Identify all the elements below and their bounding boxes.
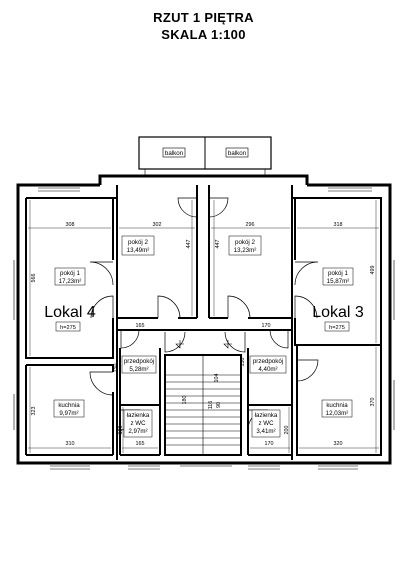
l4-kuchnia-name: kuchnia [58, 402, 80, 409]
doors [89, 197, 319, 431]
dim-318: 318 [334, 222, 343, 228]
l3-pokoj2-area: 13,23m² [234, 247, 257, 254]
dim-116: 116 [208, 401, 214, 410]
dim-320: 320 [334, 441, 343, 447]
l3-lazienka-name: łazienka [255, 412, 278, 419]
unit-height-lokal4: h=275 [60, 325, 76, 331]
l3-przedpokoj-area: 4,40m² [258, 366, 277, 373]
l3-lazienka-wc: z WC [258, 420, 274, 427]
dim-200: 200 [284, 426, 290, 435]
balconies [138, 136, 272, 176]
drawing-title-line1: RZUT 1 PIĘTRA [153, 10, 254, 25]
dim-170-bottom: 170 [265, 441, 274, 447]
balcony-left-label-box [162, 147, 186, 158]
l4-kuchnia-area: 9,97m² [59, 410, 78, 417]
dim-302: 302 [153, 222, 162, 228]
drawing-title: RZUT 1 PIĘTRA SKALA 1:100 [0, 9, 407, 43]
dim-180-left: 180 [118, 426, 124, 435]
l4-pokoj2-name: pokój 2 [128, 239, 149, 246]
dim-566: 566 [31, 274, 37, 283]
windows [13, 187, 395, 470]
outer-walls [16, 174, 392, 465]
dim-447-left: 447 [186, 240, 192, 249]
l3-lazienka-area: 3,41m² [256, 428, 275, 435]
dim-180-stairs: 180 [182, 396, 188, 405]
balcony-right-label-box [225, 147, 249, 158]
dim-170-top: 170 [262, 323, 271, 329]
dim-323: 323 [31, 407, 37, 416]
unit-label-lokal4: Lokal 4 [44, 304, 96, 321]
dim-165-top: 165 [136, 323, 145, 329]
dim-165-bottom: 165 [136, 441, 145, 447]
dim-104: 104 [214, 374, 220, 383]
balcony-left-label: balkon [165, 150, 184, 157]
unit-height-lokal3: h=275 [329, 325, 345, 331]
l3-przedpokoj-name: przedpokój [253, 358, 283, 365]
drawing-scale: SKALA 1:100 [161, 27, 246, 42]
unit-label-lokal3: Lokal 3 [312, 304, 364, 321]
dim-447-right: 447 [215, 240, 221, 249]
l3-kuchnia-area: 12,03m² [326, 410, 349, 417]
dim-370: 370 [370, 398, 376, 407]
l4-lazienka-name: łazienka [127, 412, 150, 419]
dim-499: 499 [370, 266, 376, 275]
l4-przedpokoj-area: 5,28m² [129, 366, 148, 373]
dim-150-left: 150 [113, 364, 119, 373]
l4-przedpokoj-name: przedpokój [124, 358, 154, 365]
dim-150: 150 [240, 358, 246, 367]
l3-pokoj1-area: 15,87m² [327, 278, 350, 285]
stairs [165, 340, 241, 455]
l3-pokoj2-name: pokój 2 [235, 239, 256, 246]
l4-pokoj1-name: pokój 1 [60, 270, 81, 277]
dimension-lines [28, 200, 379, 453]
l4-pokoj2-area: 13,49m² [127, 247, 150, 254]
l3-kuchnia-name: kuchnia [326, 402, 348, 409]
label-boxes [53, 235, 354, 438]
dim-308: 308 [66, 222, 75, 228]
dim-90: 90 [216, 402, 222, 408]
l4-pokoj1-area: 17,23m² [59, 278, 82, 285]
l3-pokoj1-name: pokój 1 [328, 270, 349, 277]
dim-296: 296 [246, 222, 255, 228]
balcony-right-label: balkon [228, 150, 247, 157]
l4-lazienka-wc: z WC [130, 420, 146, 427]
l4-lazienka-area: 2,97m² [128, 428, 147, 435]
dim-310: 310 [66, 441, 75, 447]
